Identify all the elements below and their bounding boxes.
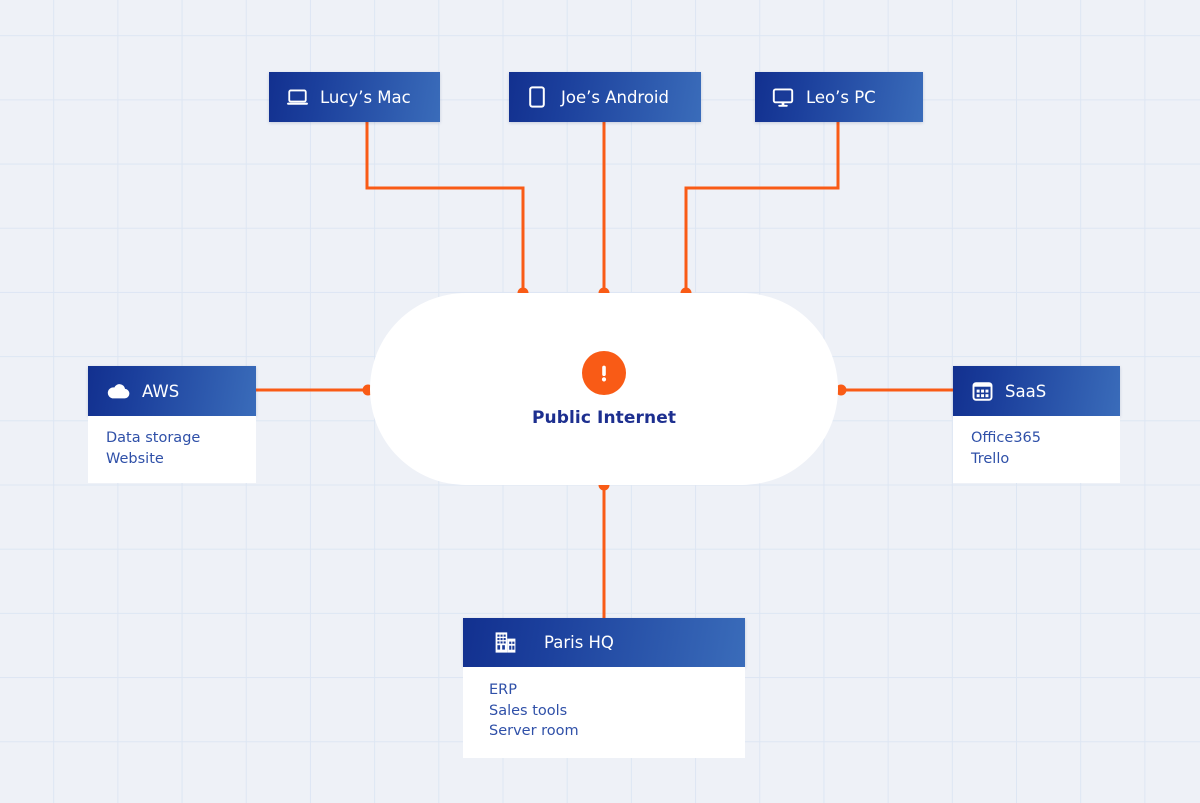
node-leos-pc[interactable]: Leo’s PC [755,72,923,122]
edge-lucys-mac-to-internet [365,122,525,293]
node-header: Lucy’s Mac [269,72,440,122]
node-header: SaaS [953,366,1120,416]
node-body: Data storage Website [88,416,256,483]
node-lucys-mac[interactable]: Lucy’s Mac [269,72,440,122]
node-body-line: Website [106,450,164,467]
node-title: Joe’s Android [561,87,669,107]
apps-grid-icon [971,380,994,403]
cloud-icon [106,382,131,401]
node-body: ERP Sales tools Server room [463,667,745,758]
desktop-icon [771,86,795,109]
public-internet-label: Public Internet [531,407,677,428]
node-title: SaaS [1005,381,1047,401]
node-body-line: Trello [971,450,1010,467]
laptop-icon [286,86,309,109]
building-icon [493,630,518,655]
exclamation-icon [582,350,626,395]
node-header: Paris HQ [463,618,745,667]
node-joes-android[interactable]: Joe’s Android [509,72,701,122]
node-saas[interactable]: SaaS Office365 Trello [953,366,1120,483]
node-aws[interactable]: AWS Data storage Website [88,366,256,483]
node-title: Paris HQ [544,633,614,652]
node-body-line: ERP [489,682,517,698]
node-paris-hq[interactable]: Paris HQ ERP Sales tools Server room [463,618,745,758]
node-title: AWS [142,381,180,401]
node-header: Leo’s PC [755,72,923,122]
node-body-line: Office365 [971,430,1042,446]
node-title: Lucy’s Mac [320,87,411,107]
node-body-line: Sales tools [489,702,568,719]
node-header: Joe’s Android [509,72,701,122]
edge-leos-pc-to-internet [684,122,840,293]
node-title: Leo’s PC [806,87,876,107]
mobile-icon [526,85,548,109]
node-body-line: Server room [489,723,579,739]
node-body-line: Data storage [106,430,201,446]
node-body: Office365 Trello [953,416,1120,483]
node-header: AWS [88,366,256,416]
public-internet-node[interactable]: Public Internet [370,293,838,485]
